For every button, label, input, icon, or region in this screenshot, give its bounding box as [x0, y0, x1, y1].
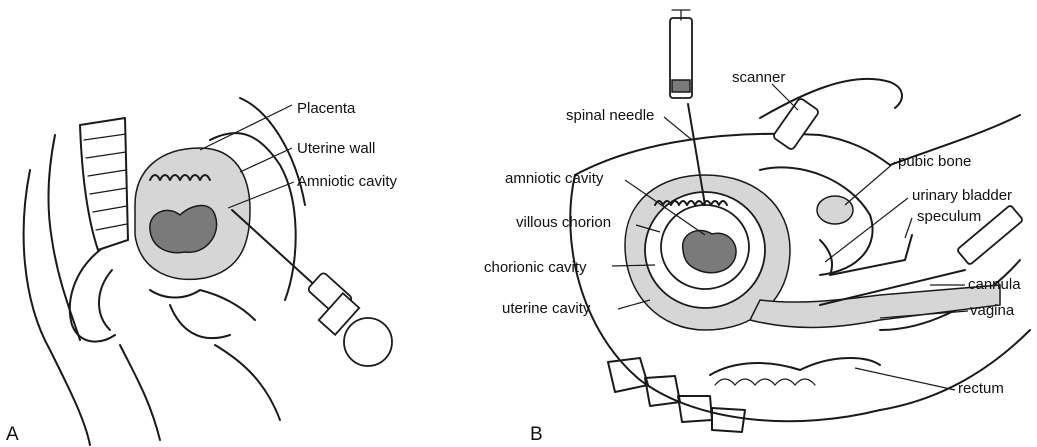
- bladder-a: [150, 290, 255, 320]
- label-pubic-bone: pubic bone: [898, 153, 971, 170]
- panel-letter-a: A: [6, 424, 19, 445]
- leader-uterine-cavity: [618, 300, 650, 309]
- label-placenta: Placenta: [297, 100, 356, 117]
- perineum-a: [120, 345, 160, 440]
- panel-letter-b: B: [530, 424, 543, 445]
- panel-b: scanner spinal needle pubic bone amnioti…: [484, 10, 1030, 445]
- leader-uterine-wall: [240, 148, 292, 172]
- syringe-a: [307, 272, 392, 366]
- leader-scanner: [772, 84, 798, 110]
- label-amniotic-cavity-a: Amniotic cavity: [297, 173, 398, 190]
- spine-outline: [48, 135, 80, 340]
- label-speculum: speculum: [917, 208, 981, 225]
- leader-speculum: [905, 218, 912, 238]
- label-rectum: rectum: [958, 380, 1004, 397]
- vagina-a: [170, 305, 230, 338]
- rectum-b: [710, 358, 880, 375]
- label-spinal-needle: spinal needle: [566, 107, 654, 124]
- leader-placenta: [200, 105, 292, 150]
- leader-rectum: [855, 368, 955, 390]
- syringe-b: [670, 10, 692, 98]
- rectum-loops: [715, 379, 815, 385]
- label-cannula: cannula: [968, 276, 1021, 293]
- thigh-a: [215, 345, 280, 420]
- abdomen-outline-b: [575, 134, 890, 175]
- scanner-probe: [772, 97, 819, 150]
- label-villous-chorion: villous chorion: [516, 214, 611, 231]
- leader-pubic-bone: [845, 162, 895, 205]
- lower-body-b: [880, 330, 1030, 410]
- pelvic-curve: [99, 270, 112, 330]
- fetus-a: [150, 206, 217, 253]
- leader-spinal-needle: [664, 117, 692, 140]
- label-scanner: scanner: [732, 69, 785, 86]
- label-urinary-bladder: urinary bladder: [912, 187, 1012, 204]
- embryo: [683, 231, 736, 273]
- vertebrae: [80, 118, 128, 250]
- label-amniotic-cavity-b: amniotic cavity: [505, 170, 604, 187]
- label-vagina: vagina: [970, 302, 1015, 319]
- label-uterine-cavity: uterine cavity: [502, 300, 591, 317]
- back-outline: [24, 170, 90, 445]
- pubic-bone: [817, 196, 853, 224]
- label-chorionic-cavity: chorionic cavity: [484, 259, 587, 276]
- panel-a: Placenta Uterine wall Amniotic cavity A: [6, 98, 398, 445]
- label-uterine-wall: Uterine wall: [297, 140, 375, 157]
- needle-a: [232, 210, 320, 290]
